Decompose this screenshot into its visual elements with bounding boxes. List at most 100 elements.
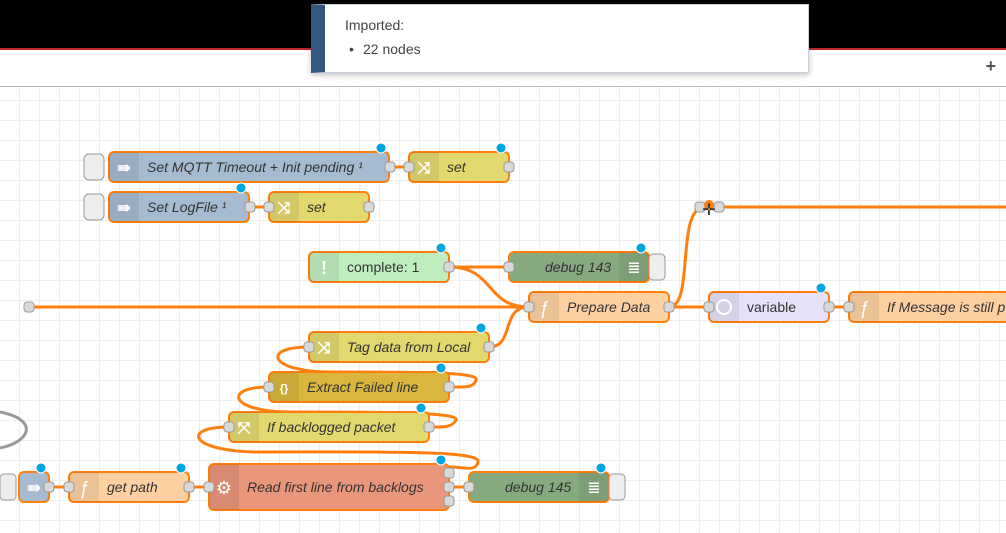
node-inject-set-logfile[interactable]: ⇛ Set LogFile ¹ — [83, 182, 256, 223]
changed-indicator — [435, 242, 447, 254]
changed-indicator — [495, 142, 507, 154]
output-port[interactable] — [23, 301, 35, 313]
unselected-wire — [0, 410, 28, 450]
alert-icon: ! — [321, 258, 327, 278]
changed-indicator — [815, 282, 827, 294]
notification-title: Imported: — [345, 17, 405, 33]
output-port[interactable] — [244, 201, 256, 213]
node-label: Extract Failed line — [307, 379, 418, 395]
node-inject-small[interactable]: ⇛ — [0, 462, 55, 503]
output-port[interactable] — [443, 261, 455, 273]
node-label: set — [307, 199, 327, 215]
input-port[interactable] — [503, 261, 515, 273]
changed-indicator — [635, 242, 647, 254]
node-function-if-message[interactable]: ƒ If Message is still p — [843, 291, 1006, 323]
node-label: get path — [107, 479, 158, 495]
node-label: variable — [747, 299, 796, 315]
input-port[interactable] — [463, 481, 475, 493]
wire — [448, 265, 530, 309]
function-icon: ƒ — [539, 298, 549, 318]
switch-icon: ⤧ — [238, 420, 251, 437]
node-label: Read first line from backlogs — [247, 479, 424, 495]
node-label: set — [447, 159, 467, 175]
wire-junction[interactable]: ✛ — [694, 200, 725, 219]
node-complete[interactable]: ! complete: 1 — [308, 242, 455, 283]
input-port[interactable] — [263, 381, 275, 393]
changed-indicator — [175, 462, 187, 474]
shuffle-icon: ⤨ — [418, 160, 431, 177]
output-port[interactable] — [443, 467, 455, 479]
output-port[interactable] — [663, 301, 675, 313]
node-switch-if-backlogged[interactable]: ⤧ If backlogged packet — [223, 402, 435, 443]
debug-list-icon: ≣ — [587, 480, 600, 497]
output-port[interactable] — [423, 421, 435, 433]
wire — [197, 425, 480, 470]
node-delay-variable[interactable]: variable — [703, 282, 835, 323]
input-port[interactable] — [843, 301, 855, 313]
inject-icon: ⇛ — [117, 160, 130, 177]
node-label: Prepare Data — [567, 299, 650, 315]
debug-toggle-button[interactable] — [608, 473, 626, 501]
node-label: If backlogged packet — [267, 419, 397, 435]
node-inject-set-mqtt-timeout[interactable]: ⇛ Set MQTT Timeout + Init pending ¹ — [83, 142, 396, 183]
function-icon: ƒ — [79, 478, 89, 498]
input-port[interactable] — [523, 301, 535, 313]
node-function-get-path[interactable]: ƒ get path — [63, 462, 195, 503]
node-exec-read-first-line[interactable]: ⚙ Read first line from backlogs — [203, 454, 455, 511]
debug-list-icon: ≣ — [627, 260, 640, 277]
function-icon: ƒ — [859, 298, 869, 318]
wire — [488, 305, 530, 349]
node-debug-145[interactable]: ≣ debug 145 — [463, 462, 626, 503]
node-function-prepare-data[interactable]: ƒ Prepare Data — [523, 291, 675, 323]
output-port[interactable] — [384, 161, 396, 173]
node-label: complete: 1 — [347, 259, 420, 275]
gear-icon: ⚙ — [216, 478, 232, 498]
node-change-tag-data[interactable]: ⤨ Tag data from Local — [303, 322, 495, 363]
move-cursor-icon: ✛ — [702, 202, 715, 219]
inject-button[interactable] — [83, 193, 105, 221]
output-port[interactable] — [43, 481, 55, 493]
wire — [668, 205, 706, 309]
output-port[interactable] — [443, 481, 455, 493]
inject-icon: ⇛ — [27, 480, 40, 497]
input-port[interactable] — [703, 301, 715, 313]
output-port[interactable] — [483, 341, 495, 353]
node-template-extract-failed-line[interactable]: {} Extract Failed line — [263, 362, 455, 403]
node-debug-143[interactable]: ≣ debug 143 — [503, 242, 666, 283]
output-port[interactable] — [823, 301, 835, 313]
output-port[interactable] — [503, 161, 515, 173]
notification-item: 22 nodes — [363, 41, 421, 57]
input-port[interactable] — [403, 161, 415, 173]
add-flow-tab-button[interactable]: + — [985, 56, 996, 76]
inject-button[interactable] — [83, 153, 105, 181]
changed-indicator — [415, 402, 427, 414]
input-port[interactable] — [63, 481, 75, 493]
node-label: Set LogFile ¹ — [147, 199, 227, 215]
node-change-set[interactable]: ⤨ set — [263, 191, 375, 223]
notification-list: 22 nodes — [363, 41, 421, 57]
output-port[interactable] — [183, 481, 195, 493]
flow-canvas[interactable]: ⇛ Set MQTT Timeout + Init pending ¹ ⤨ se… — [0, 87, 1006, 533]
changed-indicator — [35, 462, 47, 474]
changed-indicator — [375, 142, 387, 154]
node-label: Set MQTT Timeout + Init pending ¹ — [147, 159, 363, 175]
node-label: debug 145 — [505, 479, 571, 495]
shuffle-icon: ⤨ — [318, 340, 331, 357]
node-change-set[interactable]: ⤨ set — [403, 142, 515, 183]
debug-toggle-button[interactable] — [648, 253, 666, 281]
changed-indicator — [435, 362, 447, 374]
input-port[interactable] — [223, 421, 235, 433]
changed-indicator — [595, 462, 607, 474]
inject-button[interactable] — [0, 473, 17, 501]
node-label: debug 143 — [545, 259, 611, 275]
output-port[interactable] — [443, 381, 455, 393]
output-port[interactable] — [713, 201, 725, 213]
output-port[interactable] — [443, 495, 455, 507]
template-icon: {} — [280, 383, 289, 395]
input-port[interactable] — [303, 341, 315, 353]
timer-icon — [716, 299, 732, 315]
node-label: Tag data from Local — [347, 339, 471, 355]
output-port[interactable] — [363, 201, 375, 213]
input-port[interactable] — [203, 481, 215, 493]
input-port[interactable] — [263, 201, 275, 213]
